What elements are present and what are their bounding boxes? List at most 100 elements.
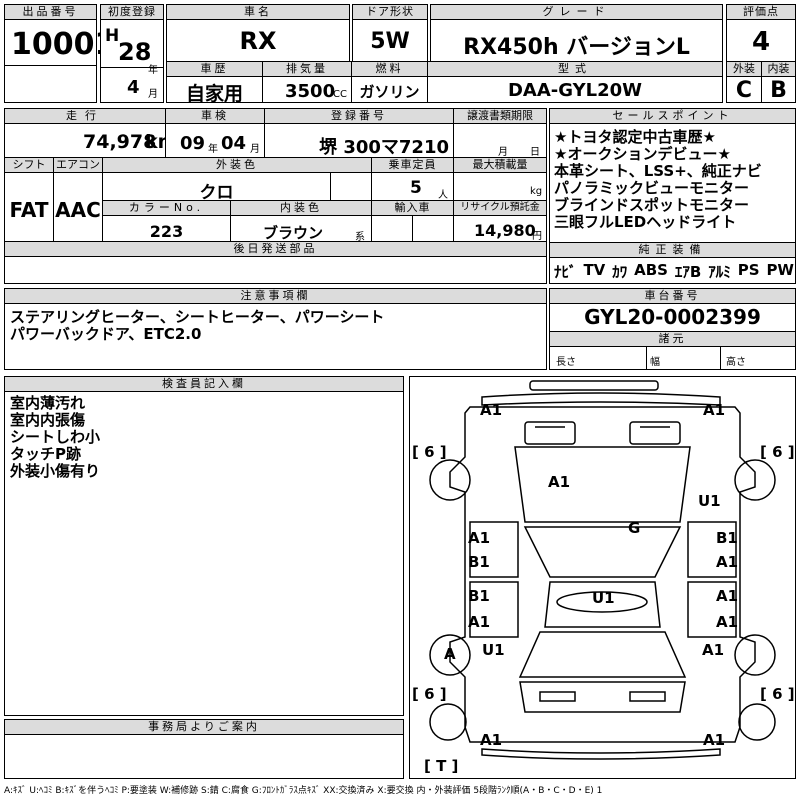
damage-front-left: A1 — [480, 401, 503, 419]
model-code: DAA-GYL20W — [507, 80, 643, 101]
fuel-type: ガソリン — [359, 83, 420, 101]
inspector-panel: 検査員記入欄 室内薄汚れ室内内張傷シートしわ小タッチP跡外装小傷有り — [4, 376, 404, 716]
notes-panel: 注意事項欄 ステアリングヒーター、シートヒーター、パワーシートパワーバックドア、… — [4, 288, 547, 370]
inspector_notes: タッチP跡 — [10, 445, 81, 463]
equipment-item: TV — [583, 261, 606, 279]
sales_points: ★トヨタ認定中古車歴★ — [554, 128, 716, 146]
damage-front-right: A1 — [703, 401, 726, 419]
interior-color: ブラウン — [263, 224, 324, 242]
inspector_notes: シートしわ小 — [10, 428, 101, 446]
equipment-row: ﾅﾋﾞ TV ｶﾜ ABS ｴｱB ｱﾙﾐ PS PW — [554, 261, 794, 282]
score-cell: 評価点 4 — [726, 4, 796, 62]
lot-number-cell: 出品番号 10001 — [4, 4, 115, 103]
damage-left-rear-door-b: B1 — [468, 587, 490, 605]
sales_points: 本革シート、LSS+、純正ナビ — [554, 162, 762, 180]
inspector_notes: 室内内張傷 — [10, 411, 86, 429]
damage-windshield: G — [628, 519, 641, 537]
damage-right-rear-door-a1: A1 — [716, 587, 739, 605]
fuel-cell: 燃料 ガソリン — [351, 61, 428, 103]
import-cell: 輸入車 — [371, 200, 454, 242]
shift-type: FAT — [9, 198, 49, 222]
color-number-cell: カラーNo. 223 — [102, 200, 231, 242]
equipment-item: PW — [766, 261, 794, 279]
equipment-item: ｶﾜ — [612, 263, 628, 281]
exterior-color-cell: 外装色 クロ — [102, 157, 372, 203]
aircon-cell: エアコン AAC — [53, 157, 103, 242]
inspector-notes-list: 室内薄汚れ室内内張傷シートしわ小タッチP跡外装小傷有り — [10, 395, 100, 480]
displacement: 3500 — [285, 81, 336, 102]
interior-grade: B — [770, 78, 787, 103]
equipment-item: ｴｱB — [674, 263, 702, 281]
tyre-tread-rear-right: [ 6 ] — [760, 685, 795, 703]
capacity-cell: 乗車定員 5 人 — [371, 157, 454, 201]
exterior-grade-cell: 外装 C — [726, 61, 762, 103]
damage-right-front-fender: U1 — [698, 492, 721, 510]
door-type: 5W — [370, 29, 410, 54]
auction-score: 4 — [751, 27, 771, 57]
damage-hood: A1 — [548, 473, 571, 491]
recycle-fee: 14,980 — [474, 221, 536, 240]
tyre-tread-front-right: [ 6 ] — [760, 443, 795, 461]
inspection-year: 09 — [180, 133, 206, 154]
aircon-type: AAC — [55, 198, 101, 222]
sales-points-panel: セールスポイント ★トヨタ認定中古車歴★★オークションデビュー★本革シート、LS… — [549, 108, 796, 284]
chassis-number: GYL20-0002399 — [584, 305, 761, 329]
damage-left-rear-door-a: A1 — [468, 613, 491, 631]
exterior-grade: C — [735, 78, 753, 103]
damage-left-front-door-a: A1 — [468, 529, 491, 547]
color-number: 223 — [149, 222, 184, 241]
first-registration-cell: 初度登録 H 28 年 4 月 — [100, 4, 164, 103]
equipment-item: PS — [737, 261, 760, 279]
tyre-tread-rear-left: [ 6 ] — [412, 685, 447, 703]
sales_points: ★オークションデビュー★ — [554, 145, 731, 163]
seating-capacity: 5 — [410, 178, 422, 198]
notes: パワーバックドア、ETC2.0 — [10, 325, 202, 343]
lot-number-label: 出品番号 — [5, 5, 96, 20]
office-panel: 事務局よりご案内 — [4, 719, 404, 779]
equipment-item: ABS — [634, 261, 668, 279]
chassis-panel: 車台番号 GYL20-0002399 諸元 長さ 幅 高さ — [549, 288, 796, 370]
inspector_notes: 外装小傷有り — [10, 462, 101, 480]
damage-left-rear-fender: U1 — [482, 641, 505, 659]
car-name-cell: 車名 RX — [166, 4, 350, 62]
grade: RX450h バージョンL — [463, 35, 690, 60]
car-history: 自家用 — [185, 83, 243, 105]
displacement-cell: 排気量 3500 CC — [262, 61, 352, 103]
damage-roof: U1 — [592, 589, 615, 607]
registration-cell: 登録番号 堺 300マ7210 — [264, 108, 454, 158]
damage-left-rear-wheel: A — [444, 645, 456, 663]
max-load-cell: 最大積載量 kg — [453, 157, 547, 201]
registration-number: 堺 300マ7210 — [319, 137, 449, 158]
sales_points: 三眼フルLEDヘッドライト — [554, 213, 737, 231]
damage-left-front-door-b: B1 — [468, 553, 490, 571]
damage-rear-right: A1 — [703, 731, 726, 749]
inspector_notes: 室内薄汚れ — [10, 394, 86, 412]
recycle-cell: リサイクル預託金 14,980 円 — [453, 200, 547, 242]
mileage: 74,978 — [83, 131, 157, 153]
shift-cell: シフト FAT — [4, 157, 54, 242]
grade-cell: グレード RX450h バージョンL — [430, 4, 723, 62]
model-cell: 型式 DAA-GYL20W — [427, 61, 723, 103]
car-name: RX — [239, 27, 277, 55]
equipment-item: ﾅﾋﾞ — [554, 263, 577, 281]
sales_points: ブラインドスポットモニター — [554, 196, 750, 214]
inspection-cell: 車検 09 年 04 月 — [165, 108, 265, 158]
era-letter: H — [105, 26, 120, 46]
damage-right-rear-door-a2: A1 — [716, 613, 739, 631]
sales-points-list: ★トヨタ認定中古車歴★★オークションデビュー★本革シート、LSS+、純正ナビパノ… — [554, 129, 762, 231]
tyre-tread-front-left: [ 6 ] — [412, 443, 447, 461]
car-outline — [429, 380, 776, 760]
notes-list: ステアリングヒーター、シートヒーター、パワーシートパワーバックドア、ETC2.0 — [10, 309, 384, 343]
damage-right-rear-fender: A1 — [702, 641, 725, 659]
damage-diagram: A1 A1 [ 6 ] [ 6 ] A1 U1 G A1 B1 B1 A1 B1… — [409, 376, 796, 779]
lot-number: 10001 — [11, 27, 116, 62]
mileage-cell: 走行 74,978 km — [4, 108, 177, 158]
sales_points: パノラミックビューモニター — [554, 179, 750, 197]
inspection-month: 04 — [221, 133, 247, 154]
interior-color-cell: 内装色 ブラウン 系 — [230, 200, 372, 243]
equipment-item: ｱﾙﾐ — [708, 263, 731, 281]
later-parts-cell: 後日発送部品 — [4, 241, 547, 284]
damage-right-front-door-a: A1 — [716, 553, 739, 571]
damage-rear-left: A1 — [480, 731, 503, 749]
door-cell: ドア形状 5W — [352, 4, 428, 62]
